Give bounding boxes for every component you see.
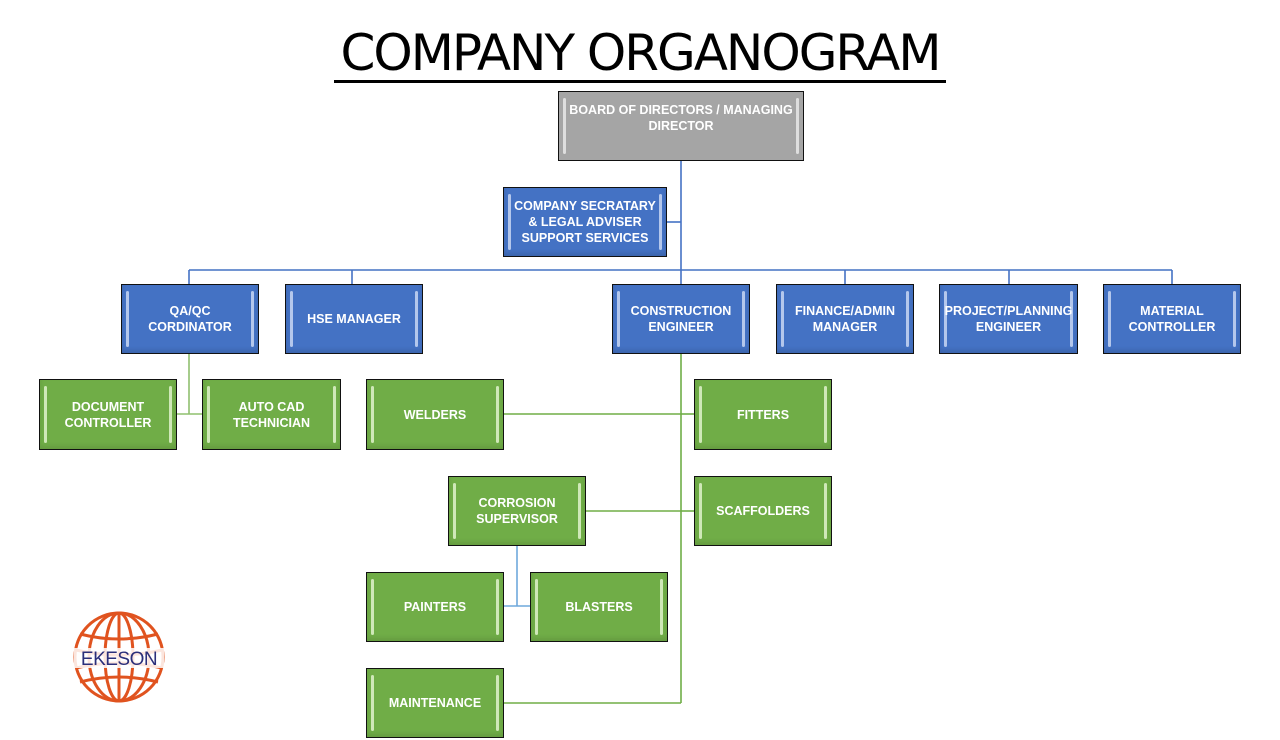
node-label: CONSTRUCTION ENGINEER (630, 304, 732, 334)
node-document-controller[interactable]: DOCUMENT CONTROLLER (39, 379, 177, 450)
node-label: PAINTERS (403, 600, 467, 614)
logo-text: EKESON (81, 649, 157, 670)
node-welders[interactable]: WELDERS (366, 379, 504, 450)
page-title: COMPANY ORGANOGRAM (340, 24, 941, 82)
node-label: MAINTENANCE (388, 696, 482, 710)
node-label: FITTERS (736, 407, 790, 422)
node-company-secretary[interactable]: COMPANY SECRATARY & LEGAL ADVISER SUPPOR… (503, 187, 667, 257)
node-scaffolders[interactable]: SCAFFOLDERS (694, 476, 832, 546)
node-autocad-technician[interactable]: AUTO CAD TECHNICIAN (202, 379, 341, 450)
node-label: CORROSION SUPERVISOR (476, 496, 558, 526)
node-construction-engineer[interactable]: CONSTRUCTION ENGINEER (612, 284, 750, 354)
node-blasters[interactable]: BLASTERS (530, 572, 668, 642)
node-label: PROJECT/PLANNING ENGINEER (944, 304, 1073, 334)
node-board-of-directors[interactable]: BOARD OF DIRECTORS / MANAGING DIRECTOR (558, 91, 804, 161)
node-label: HSE MANAGER (307, 312, 401, 326)
node-label: MATERIAL CONTROLLER (1128, 304, 1216, 334)
node-label: SCAFFOLDERS (716, 504, 810, 518)
node-qaqc-coordinator[interactable]: QA/QC CORDINATOR (121, 284, 259, 354)
node-painters[interactable]: PAINTERS (366, 572, 504, 642)
node-label: BLASTERS (565, 600, 633, 614)
node-label: BOARD OF DIRECTORS / MANAGING DIRECTOR (569, 103, 793, 133)
node-label: DOCUMENT CONTROLLER (64, 399, 152, 430)
node-finance-admin-manager[interactable]: FINANCE/ADMIN MANAGER (776, 284, 914, 354)
node-corrosion-supervisor[interactable]: CORROSION SUPERVISOR (448, 476, 586, 546)
node-hse-manager[interactable]: HSE MANAGER (285, 284, 423, 354)
company-logo: EKESON (73, 611, 165, 703)
node-label: QA/QC CORDINATOR (148, 304, 232, 334)
title-underline (334, 80, 946, 83)
node-label: WELDERS (403, 407, 467, 422)
node-label: FINANCE/ADMIN MANAGER (795, 304, 895, 334)
node-material-controller[interactable]: MATERIAL CONTROLLER (1103, 284, 1241, 354)
node-label: COMPANY SECRATARY & LEGAL ADVISER SUPPOR… (514, 199, 656, 245)
node-maintenance[interactable]: MAINTENANCE (366, 668, 504, 738)
node-fitters[interactable]: FITTERS (694, 379, 832, 450)
node-project-planning-engineer[interactable]: PROJECT/PLANNING ENGINEER (939, 284, 1078, 354)
node-label: AUTO CAD TECHNICIAN (232, 399, 311, 430)
